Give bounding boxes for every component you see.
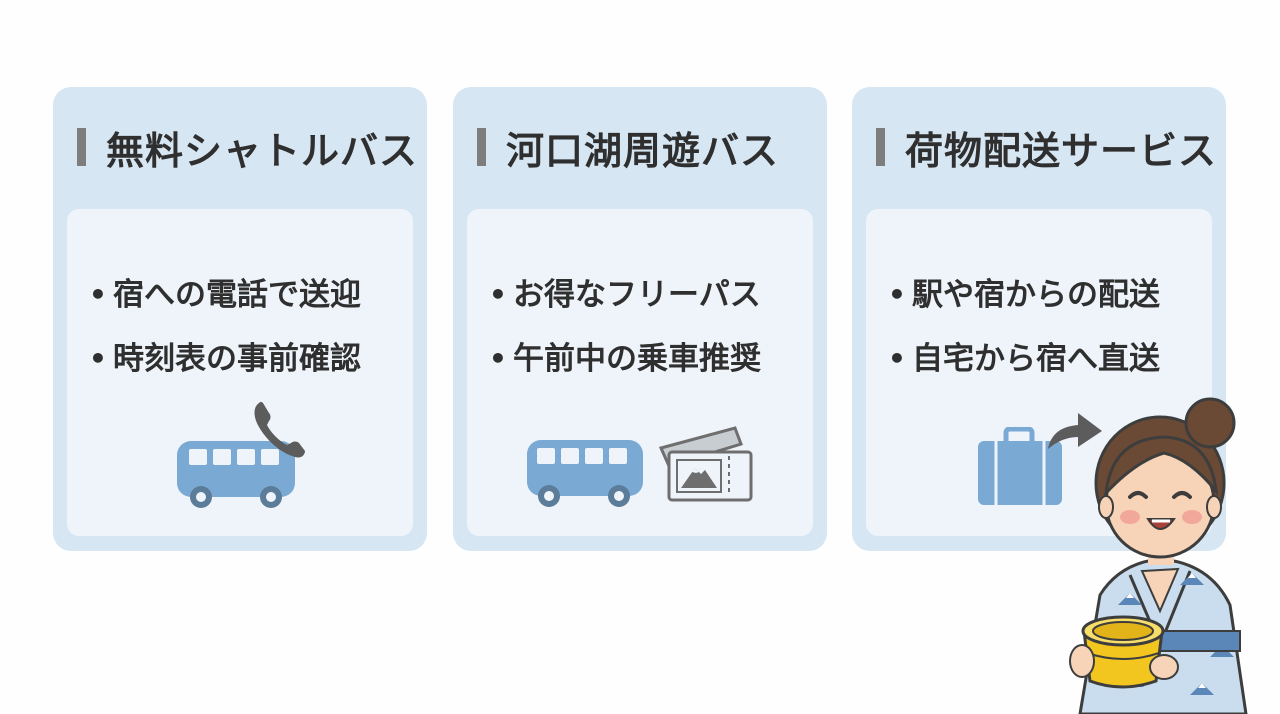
list-item: •午前中の乗車推奨 bbox=[489, 339, 761, 403]
list-item: •宿への電話で送迎 bbox=[89, 275, 361, 339]
ticket-icon bbox=[658, 426, 753, 502]
list-item-text: 宿への電話で送迎 bbox=[113, 277, 361, 313]
bullet-list: •宿への電話で送迎 •時刻表の事前確認 bbox=[89, 275, 361, 403]
card-content-panel: •駅や宿からの配送 •自宅から宿へ直送 bbox=[866, 209, 1212, 536]
list-item: •自宅から宿へ直送 bbox=[888, 339, 1160, 403]
list-item-text: 時刻表の事前確認 bbox=[113, 341, 361, 377]
bullet-dot: • bbox=[888, 278, 906, 311]
phone-icon bbox=[254, 401, 305, 458]
card-content-panel: •お得なフリーパス •午前中の乗車推奨 bbox=[467, 209, 813, 536]
card-content-panel: •宿への電話で送迎 •時刻表の事前確認 bbox=[67, 209, 413, 536]
bullet-dot: • bbox=[489, 342, 507, 375]
list-item: •時刻表の事前確認 bbox=[89, 339, 361, 403]
bullet-dot: • bbox=[888, 342, 906, 375]
bullet-list: •駅や宿からの配送 •自宅から宿へ直送 bbox=[888, 275, 1160, 403]
card-shuttle-bus: 無料シャトルバス •宿への電話で送迎 •時刻表の事前確認 bbox=[53, 87, 427, 551]
card-lake-loop-bus: 河口湖周遊バス •お得なフリーパス •午前中の乗車推奨 bbox=[453, 87, 827, 551]
list-item: •お得なフリーパス bbox=[489, 275, 761, 339]
list-item-text: 自宅から宿へ直送 bbox=[912, 341, 1160, 377]
list-item-text: 午前中の乗車推奨 bbox=[513, 341, 761, 377]
bullet-list: •お得なフリーパス •午前中の乗車推奨 bbox=[489, 275, 761, 403]
bus-icon bbox=[527, 440, 643, 507]
title-accent-bar bbox=[876, 128, 885, 166]
card-title-text: 無料シャトルバス bbox=[106, 128, 419, 173]
card-luggage-delivery: 荷物配送サービス •駅や宿からの配送 •自宅から宿へ直送 bbox=[852, 87, 1226, 551]
bullet-dot: • bbox=[489, 278, 507, 311]
card-title-text: 荷物配送サービス bbox=[905, 128, 1218, 173]
card-title-text: 河口湖周遊バス bbox=[506, 128, 780, 173]
woman-in-yukata-illustration bbox=[1069, 397, 1248, 714]
bullet-dot: • bbox=[89, 278, 107, 311]
card-title: 荷物配送サービス bbox=[876, 125, 1217, 173]
suitcase-icon bbox=[978, 427, 1062, 505]
bus-icon bbox=[177, 441, 295, 508]
title-accent-bar bbox=[77, 128, 86, 166]
title-accent-bar bbox=[477, 128, 486, 166]
card-title: 無料シャトルバス bbox=[77, 125, 418, 173]
bullet-dot: • bbox=[89, 342, 107, 375]
card-title: 河口湖周遊バス bbox=[477, 125, 779, 173]
arrow-icon bbox=[1048, 413, 1102, 449]
list-item-text: お得なフリーパス bbox=[513, 277, 761, 313]
list-item: •駅や宿からの配送 bbox=[888, 275, 1160, 339]
list-item-text: 駅や宿からの配送 bbox=[912, 277, 1160, 313]
